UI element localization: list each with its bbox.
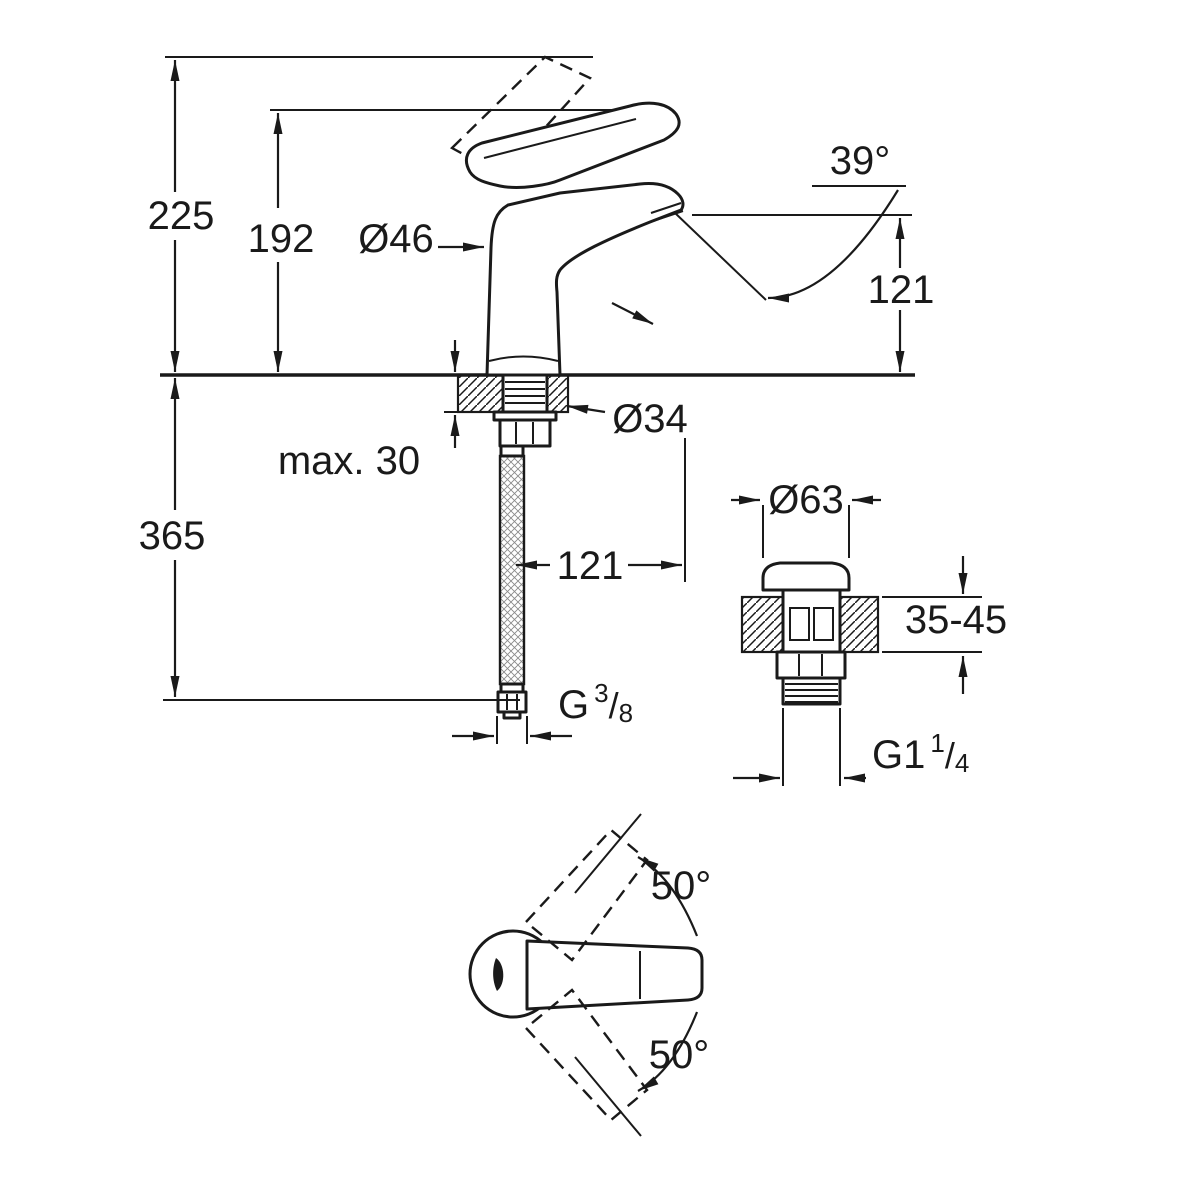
spout-angle-label: 39° bbox=[830, 139, 891, 183]
spout-reach-label: 121 bbox=[557, 544, 624, 588]
dimension-outlet-height: 121 bbox=[692, 214, 935, 372]
threaded-shank bbox=[501, 373, 549, 414]
waste-nut-facets bbox=[798, 654, 823, 676]
inlet-connector-nut bbox=[496, 690, 528, 714]
handle-lever-edge-line bbox=[483, 118, 637, 159]
waste-deck-section-right bbox=[838, 595, 880, 654]
waste-thread-denominator: 4 bbox=[955, 748, 969, 778]
aerator-lines bbox=[650, 202, 684, 222]
mounting-nut bbox=[498, 418, 552, 448]
waste-deck-section-left bbox=[740, 595, 785, 654]
hose-crimp-top bbox=[499, 444, 525, 458]
dimension-waste-cap-diameter: Ø63 bbox=[731, 478, 881, 558]
waste-thread-numerator: 1 bbox=[930, 728, 944, 758]
swing-limit-line-upper bbox=[574, 813, 642, 894]
inlet-thread-numerator: 3 bbox=[594, 678, 608, 708]
waste-cap-diameter-label: Ø63 bbox=[768, 478, 844, 522]
flow-direction-arrow bbox=[611, 302, 654, 325]
swing-arc-lower bbox=[637, 1011, 699, 1092]
base-flange-line bbox=[488, 355, 559, 362]
handle-lever-top-outline bbox=[525, 939, 704, 1011]
faucet-side-view bbox=[449, 55, 767, 377]
dimension-body-diameter: Ø46 bbox=[358, 217, 484, 261]
total-height-label: 225 bbox=[148, 194, 215, 238]
handle-lever-outline bbox=[465, 101, 681, 189]
handle-index-mark bbox=[493, 958, 504, 991]
max-deck-thickness-label: max. 30 bbox=[278, 439, 420, 483]
inlet-connector-facets bbox=[506, 694, 518, 710]
waste-slot-left bbox=[789, 607, 810, 641]
flexible-supply-hose bbox=[498, 454, 526, 686]
inlet-thread-denominator: 8 bbox=[619, 698, 633, 728]
handle-height-label: 192 bbox=[248, 217, 315, 261]
waste-thread-slash: / bbox=[945, 735, 955, 776]
handle-raised-outline-dashed bbox=[449, 55, 592, 177]
dimension-total-height: 225 bbox=[148, 60, 215, 372]
pop-up-waste-view bbox=[740, 561, 880, 706]
dimension-hose-length: 365 bbox=[139, 378, 520, 701]
handle-swing-lower-label: 50° bbox=[649, 1033, 710, 1077]
swing-limit-line-lower bbox=[574, 1056, 642, 1137]
faucet-body-spout-outline bbox=[485, 182, 685, 377]
inlet-thread-slash: / bbox=[609, 685, 619, 726]
dimension-shank-diameter: Ø34 bbox=[566, 397, 688, 441]
dimension-handle-height: 192 bbox=[248, 113, 315, 372]
waste-thread-prefix: G1 bbox=[872, 733, 925, 777]
handle-top-view: 50° 50° bbox=[468, 813, 712, 1137]
waste-body bbox=[781, 588, 842, 654]
dimension-spout-reach: 121 bbox=[516, 438, 686, 588]
body-diameter-label: Ø46 bbox=[358, 217, 434, 261]
dimension-waste-deck-thickness: 35-45 bbox=[882, 556, 1007, 694]
shank-thread-lines bbox=[505, 381, 545, 404]
swing-arc-upper bbox=[637, 856, 699, 937]
outlet-height-label: 121 bbox=[868, 268, 935, 312]
mounting-nut-facets bbox=[515, 422, 534, 444]
waste-slot-right bbox=[813, 607, 834, 641]
under-counter-assembly bbox=[456, 373, 570, 720]
waste-nut bbox=[775, 650, 847, 680]
waste-deck-thickness-label: 35-45 bbox=[905, 598, 1007, 642]
dimension-max-deck-thickness: max. 30 bbox=[278, 340, 460, 483]
deck-section-right bbox=[545, 373, 570, 414]
inlet-connector-tip bbox=[502, 710, 522, 720]
hose-length-label: 365 bbox=[139, 514, 206, 558]
water-stream-line bbox=[673, 211, 767, 301]
waste-thread-lines bbox=[785, 683, 838, 703]
shank-diameter-leader-arrow bbox=[566, 404, 606, 414]
shank-diameter-label: Ø34 bbox=[612, 397, 688, 441]
inlet-thread-prefix: G bbox=[558, 683, 589, 727]
deck-section-left bbox=[456, 373, 505, 414]
waste-cap-outline bbox=[761, 561, 851, 592]
handle-swing-upper-label: 50° bbox=[651, 864, 712, 908]
